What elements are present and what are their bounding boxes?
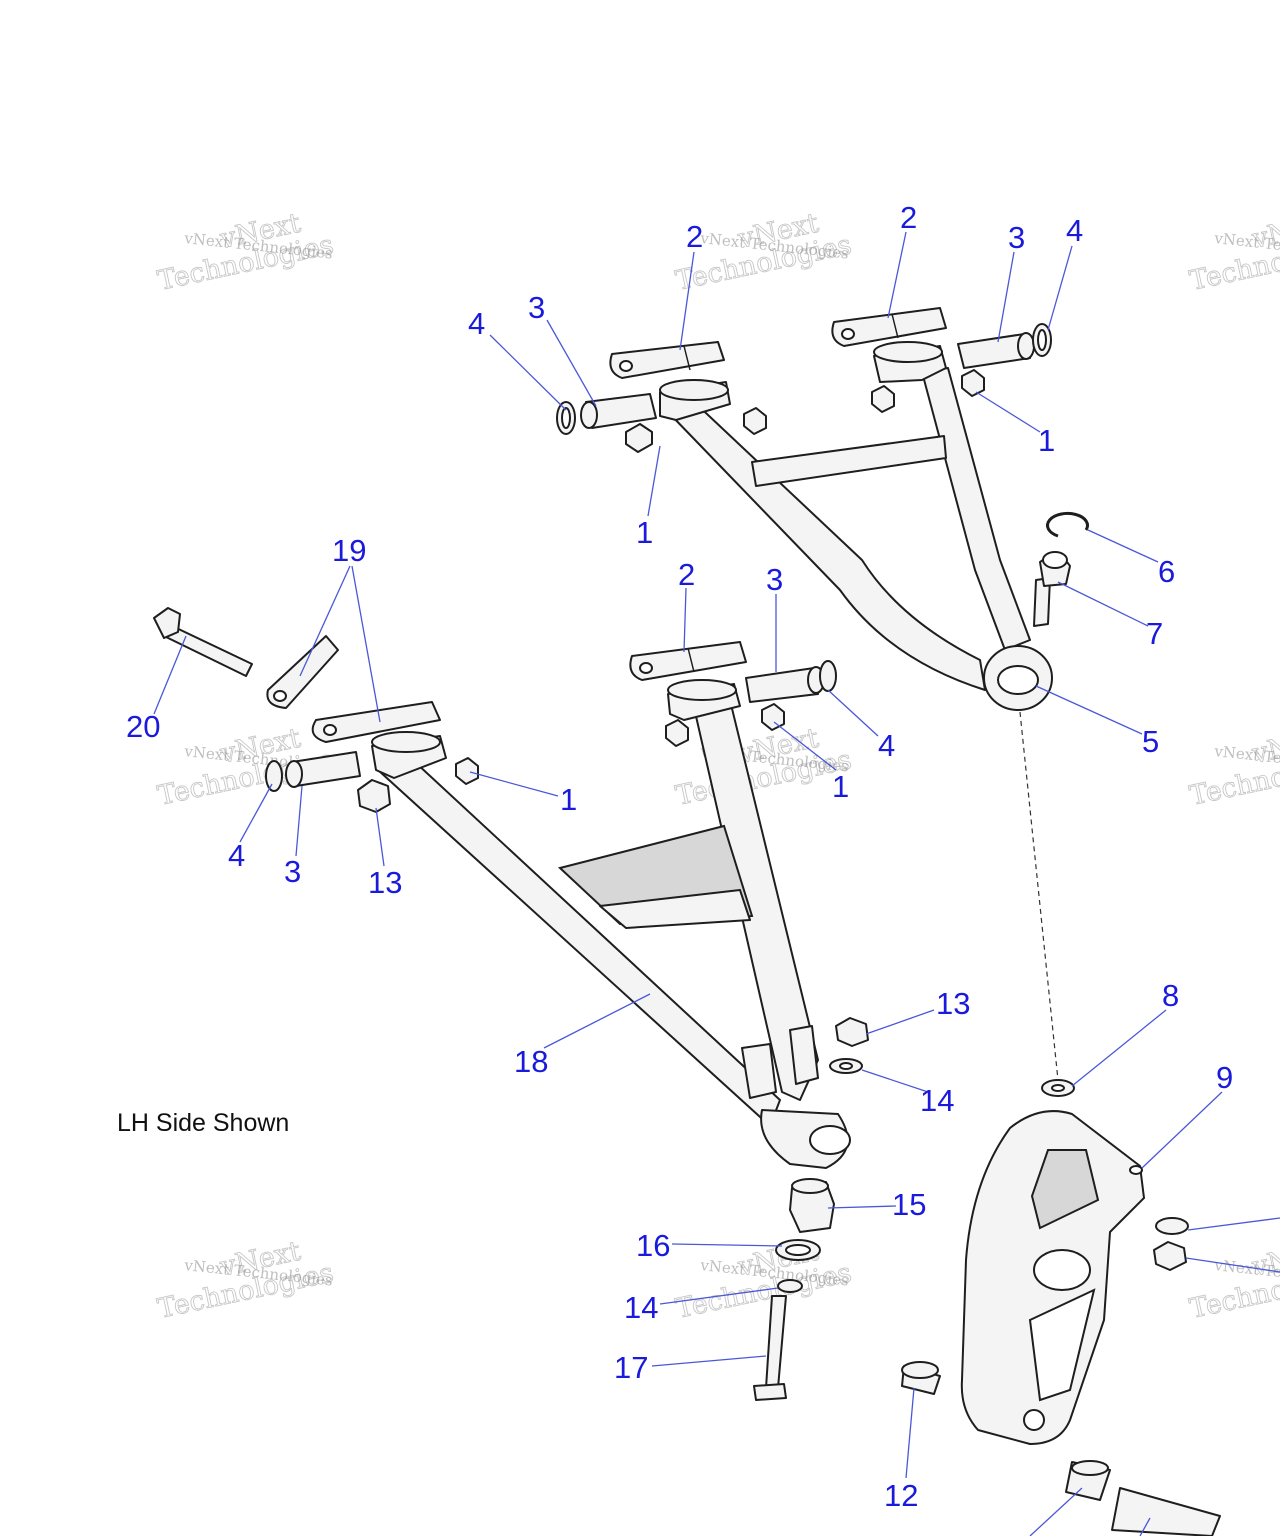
- callout-label: 5: [1142, 724, 1159, 759]
- callout-label: 4: [878, 728, 895, 763]
- grease-fitting: [871, 385, 895, 413]
- pivot-bolt: [609, 341, 725, 379]
- callout-label: 1: [832, 769, 849, 804]
- callout-label: 19: [332, 533, 366, 568]
- callout-label: 3: [528, 290, 545, 325]
- bushing-sleeve: [1065, 1460, 1111, 1501]
- callout-label: 6: [1158, 554, 1175, 589]
- callout-label: 12: [884, 1478, 918, 1513]
- callout-label: 15: [892, 1187, 926, 1222]
- bushing-sleeve: [957, 332, 1035, 369]
- side-note: LH Side Shown: [117, 1109, 289, 1137]
- bushing-sleeve: [285, 751, 361, 788]
- grease-fitting: [761, 703, 785, 731]
- grease-fitting: [743, 407, 767, 435]
- washer: [1155, 1217, 1189, 1235]
- retaining-ring: [1046, 511, 1089, 538]
- grease-fitting: [625, 423, 653, 453]
- callout-label: 17: [614, 1350, 648, 1385]
- lock-nut: [1153, 1241, 1187, 1271]
- pivot-bolt: [629, 641, 747, 681]
- pivot-bolt-assembly: [266, 635, 441, 743]
- callout-label: 3: [284, 854, 301, 889]
- steering-knuckle: [960, 1110, 1145, 1445]
- callout-label: 20: [126, 709, 160, 744]
- callout-label: 9: [1216, 1060, 1233, 1095]
- ball-joint-stud: [1033, 551, 1071, 627]
- callout-label: 4: [228, 838, 245, 873]
- callout-labels: 1 1 1 1 2 2 2 3 3 3 3 4 4 4 4 5 6 7 8 9 …: [126, 200, 1233, 1513]
- pivot-bolt: [831, 307, 947, 347]
- alignment-line: [1019, 711, 1059, 1081]
- callout-label: 16: [636, 1228, 670, 1263]
- bushing-sleeve: [1111, 1487, 1221, 1536]
- leader-lines: [153, 231, 1280, 1536]
- callout-label: 7: [1146, 616, 1163, 651]
- lock-nut: [835, 1017, 869, 1047]
- callout-label: 2: [686, 219, 703, 254]
- thrust-washer: [819, 660, 837, 692]
- callout-label: 1: [1038, 423, 1055, 458]
- washer: [777, 1279, 803, 1293]
- hex-bolt: [753, 1295, 787, 1401]
- callout-label: 3: [1008, 220, 1025, 255]
- thrust-washer: [265, 760, 283, 792]
- lower-a-arm: [371, 679, 851, 1169]
- callout-label: 14: [920, 1083, 954, 1118]
- callout-label: 4: [468, 306, 485, 341]
- callout-label: 1: [560, 782, 577, 817]
- long-bolt: [153, 607, 253, 677]
- callout-label: 13: [368, 865, 402, 900]
- callout-label: 4: [1066, 213, 1083, 248]
- callout-label: 1: [636, 515, 653, 550]
- bushing: [901, 1361, 941, 1395]
- grease-fitting: [455, 757, 479, 785]
- lock-nut: [357, 779, 391, 813]
- callout-label: 2: [900, 200, 917, 235]
- bushing-sleeve: [745, 666, 825, 703]
- callout-label: 13: [936, 986, 970, 1021]
- bushing-sleeve: [580, 393, 657, 429]
- bump-stop: [789, 1178, 835, 1233]
- grease-fitting: [665, 719, 689, 747]
- callout-label: 2: [678, 557, 695, 592]
- callout-label: 8: [1162, 978, 1179, 1013]
- grease-fitting: [961, 369, 985, 397]
- callout-label: 18: [514, 1044, 548, 1079]
- upper-a-arm: [659, 341, 1053, 711]
- callout-label: 14: [624, 1290, 658, 1325]
- callout-label: 3: [766, 562, 783, 597]
